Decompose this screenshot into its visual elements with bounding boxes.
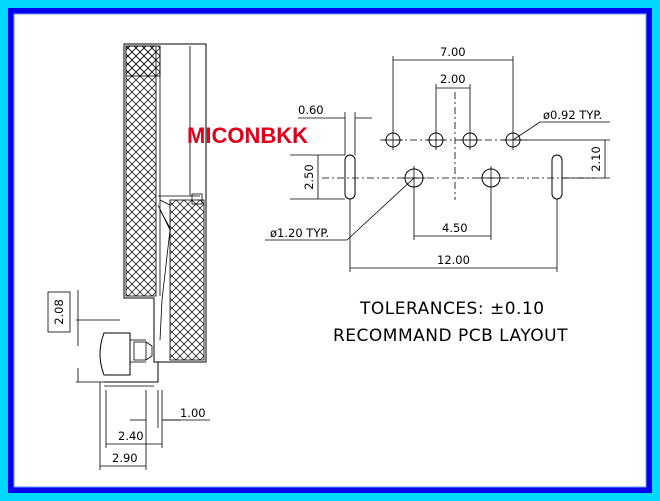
dim-outer-pitch: 7.00 (440, 45, 466, 59)
label-small-hole: ø0.92 TYP. (543, 108, 602, 122)
dim-slot-span: 12.00 (437, 253, 470, 267)
brand-watermark: MICONBKK (187, 123, 308, 148)
tolerances-note: TOLERANCES: ±0.10 (359, 299, 545, 319)
dim-body-depth: 2.40 (118, 429, 144, 443)
side-view: 2.08 1.00 2.40 2.90 (47, 43, 210, 470)
dim-inner-pitch: 2.00 (440, 72, 466, 86)
dim-total-depth: 2.90 (112, 451, 138, 465)
inner-frame (8, 8, 652, 493)
left-slot (344, 154, 356, 200)
dim-pin-offset: 1.00 (180, 406, 206, 420)
dim-large-pitch: 4.50 (442, 221, 468, 235)
dim-slot-width: 0.60 (298, 103, 324, 117)
label-large-hole: ø1.20 TYP. (270, 226, 329, 240)
pcb-layout: 7.00 2.00 ø0.92 TYP. 0.60 2.50 2.10 ø1.2… (265, 45, 610, 272)
dim-row-offset: 2.10 (589, 146, 603, 172)
large-holes (402, 166, 503, 190)
recommend-note: RECOMMAND PCB LAYOUT (333, 326, 568, 346)
dim-slot-length: 2.50 (302, 164, 316, 190)
right-slot (551, 154, 563, 200)
dim-height: 2.08 (52, 299, 66, 325)
